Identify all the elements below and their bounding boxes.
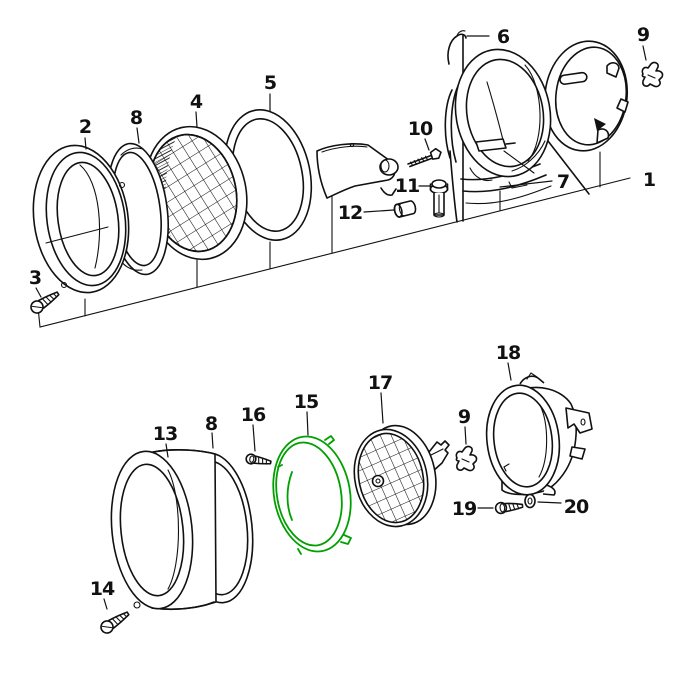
part-headlight-rim-2[interactable]: [24, 139, 138, 299]
part-screw-16[interactable]: [245, 453, 271, 467]
part-number-label-15[interactable]: 15: [294, 391, 319, 413]
part-number-label-6[interactable]: 6: [497, 26, 511, 48]
part-mounting-pot-18[interactable]: [481, 373, 592, 499]
assembly-baseline: [38, 152, 630, 327]
part-headlight-bowl-6[interactable]: [445, 42, 560, 184]
part-bolt-11[interactable]: [431, 180, 448, 217]
part-clip-9-top[interactable]: [642, 63, 662, 87]
adjuster-shield[interactable]: [317, 143, 398, 198]
part-retaining-ring-15[interactable]: [265, 430, 360, 557]
part-number-label-14[interactable]: 14: [90, 578, 116, 600]
part-screw-3[interactable]: [29, 288, 62, 315]
part-number-label-3[interactable]: 3: [29, 267, 42, 289]
part-number-label-4[interactable]: 4: [190, 91, 204, 113]
part-washer-20[interactable]: [525, 495, 535, 508]
part-nut-12[interactable]: [393, 200, 417, 218]
part-number-label-9[interactable]: 9: [637, 24, 650, 46]
part-number-label-2[interactable]: 2: [79, 116, 92, 138]
part-number-label-19[interactable]: 19: [452, 498, 477, 520]
part-sealed-beam-17[interactable]: [346, 419, 449, 533]
part-lens-4[interactable]: [133, 117, 259, 269]
part-number-label-17[interactable]: 17: [368, 372, 393, 394]
part-bucket-ring-13[interactable]: [104, 447, 216, 612]
part-screw-14[interactable]: [99, 608, 132, 635]
part-clip-9-bottom[interactable]: [456, 447, 476, 471]
part-number-label-16[interactable]: 16: [241, 404, 267, 426]
part-screw-10[interactable]: [406, 147, 442, 167]
part-number-label-5[interactable]: 5: [264, 72, 277, 94]
part-number-label-8[interactable]: 8: [205, 413, 219, 435]
part-number-label-18[interactable]: 18: [496, 342, 522, 364]
part-number-label-20[interactable]: 20: [564, 496, 590, 518]
part-screw-19[interactable]: [495, 500, 523, 514]
part-number-label-13[interactable]: 13: [153, 423, 178, 445]
leader-lines: [36, 36, 646, 609]
part-number-label-1[interactable]: 1: [643, 169, 656, 191]
part-number-label-11[interactable]: 11: [395, 175, 420, 197]
part-number-label-10[interactable]: 10: [408, 118, 434, 140]
part-number-label-12[interactable]: 12: [338, 202, 363, 224]
sealed-beam-back-cap[interactable]: [539, 36, 634, 155]
part-number-label-7[interactable]: 7: [557, 171, 570, 193]
part-number-label-9[interactable]: 9: [458, 406, 471, 428]
part-number-label-8[interactable]: 8: [130, 107, 144, 129]
